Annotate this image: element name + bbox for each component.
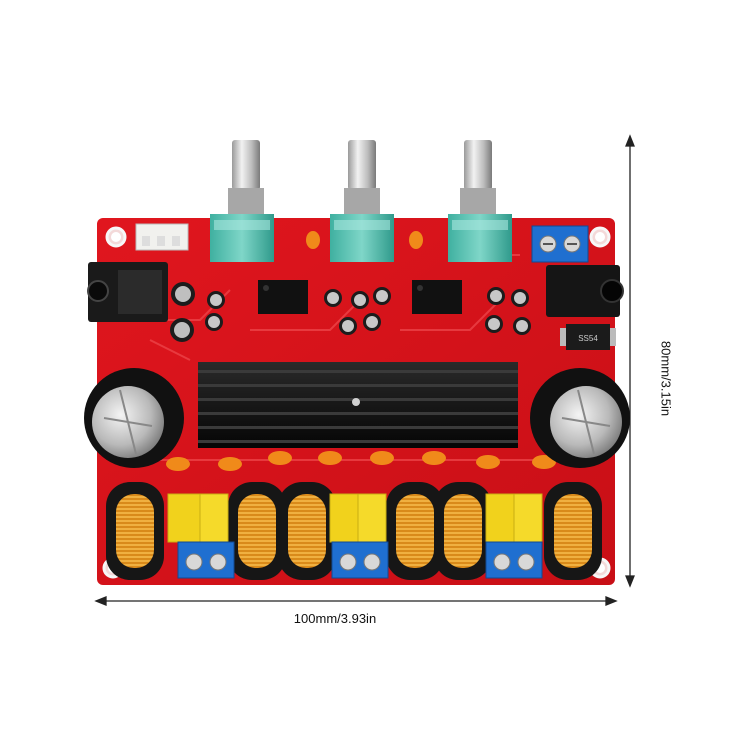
height-dimension-label: 80mm/3.15in bbox=[658, 340, 674, 417]
ss54-diode: SS54 bbox=[560, 324, 616, 350]
small-capacitor bbox=[170, 318, 194, 342]
opamp-chip bbox=[258, 280, 308, 314]
inductor-coil bbox=[434, 482, 492, 580]
small-capacitor bbox=[513, 317, 531, 335]
inductor-coil bbox=[386, 482, 444, 580]
small-capacitor bbox=[339, 317, 357, 335]
inductor-coil bbox=[278, 482, 336, 580]
small-capacitor bbox=[207, 291, 225, 309]
film-capacitor bbox=[485, 493, 543, 543]
ceramic-capacitor bbox=[166, 231, 556, 471]
power-screw-terminal bbox=[531, 225, 589, 263]
film-capacitor bbox=[329, 493, 387, 543]
small-capacitor bbox=[205, 313, 223, 331]
small-capacitor bbox=[373, 287, 391, 305]
audio-input-jack bbox=[87, 262, 168, 322]
small-capacitor bbox=[487, 287, 505, 305]
large-electrolytic-capacitor bbox=[530, 368, 630, 468]
white-header-connector bbox=[135, 223, 189, 251]
small-capacitor bbox=[324, 289, 342, 307]
small-capacitor bbox=[485, 315, 503, 333]
dc-power-jack bbox=[546, 265, 624, 317]
width-dimension-label: 100mm/3.93in bbox=[293, 611, 377, 626]
speaker-screw-terminal bbox=[485, 541, 543, 579]
small-capacitor bbox=[511, 289, 529, 307]
inductor-coil bbox=[228, 482, 286, 580]
mounting-hole bbox=[105, 226, 127, 248]
potentiometer-knob bbox=[448, 140, 512, 262]
small-capacitor bbox=[363, 313, 381, 331]
large-electrolytic-capacitor bbox=[84, 368, 184, 468]
potentiometer-knob bbox=[330, 140, 394, 262]
opamp-chip bbox=[412, 280, 462, 314]
speaker-screw-terminal bbox=[331, 541, 389, 579]
svg-text:SS54: SS54 bbox=[578, 334, 598, 343]
film-capacitor bbox=[167, 493, 229, 543]
small-capacitor bbox=[351, 291, 369, 309]
potentiometer-knob bbox=[210, 140, 274, 262]
heatsink bbox=[198, 362, 518, 448]
width-dimension-arrow bbox=[94, 596, 618, 606]
small-capacitor bbox=[171, 282, 195, 306]
inductor-coil bbox=[106, 482, 164, 580]
inductor-coil bbox=[544, 482, 602, 580]
height-dimension-arrow bbox=[625, 134, 635, 588]
mounting-hole bbox=[589, 226, 611, 248]
speaker-screw-terminal bbox=[177, 541, 235, 579]
